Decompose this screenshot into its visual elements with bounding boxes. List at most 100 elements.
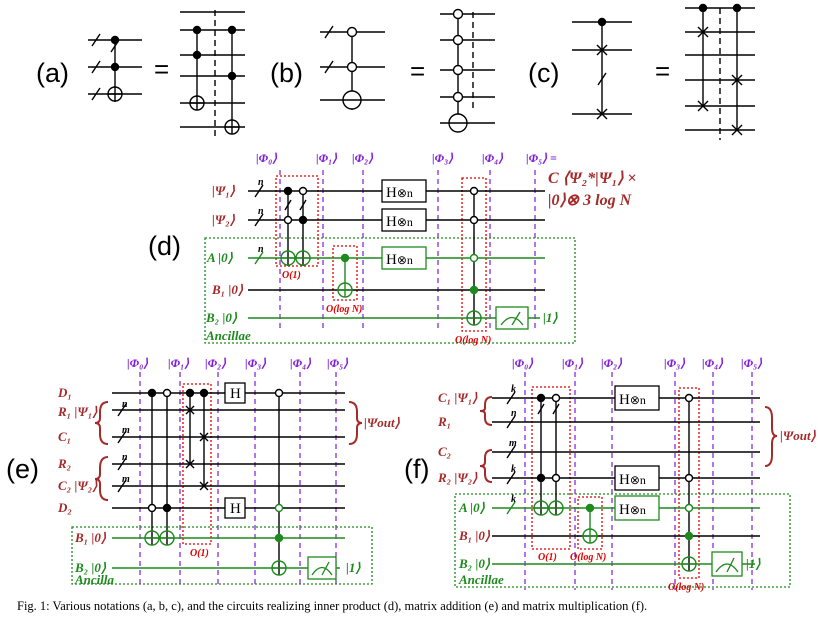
d-b2-label: B₂ |0⟩ (205, 310, 238, 325)
f-b1-label: B₁ |0⟩ (458, 528, 491, 543)
f-k-3: k (511, 494, 516, 505)
f-measure-icon (711, 551, 743, 577)
f-o1-label: O(1) (538, 552, 557, 563)
f-a-label: A |0⟩ (458, 500, 486, 515)
d-n-3: n (258, 244, 264, 255)
e-psiout-label: |Ψout⟩ (364, 415, 401, 430)
e-d1-label: D₁ (57, 385, 72, 400)
e-phi-1: |Φ₁⟩ (168, 356, 189, 370)
e-r2-label: R₂ (57, 456, 71, 471)
figure-caption: Fig. 1: Various notations (a, b, c), and… (17, 599, 648, 613)
e-n-1: n (122, 399, 128, 410)
e-o1-label: O(1) (190, 548, 209, 559)
d-phi-0: |Φ₀⟩ (256, 151, 277, 165)
d-n-2: n (258, 206, 264, 217)
f-h-gate-1: H⊗n (619, 392, 646, 408)
f-h-gate-2: H⊗n (619, 472, 646, 488)
d-a-label: A |0⟩ (206, 250, 234, 265)
e-r1-label: R₁ |Ψ₁⟩ (57, 404, 98, 419)
d-formula-line1: C ⟨Ψ₂*|Ψ₁⟩ × (548, 170, 637, 187)
f-braces (479, 396, 778, 483)
f-phi-4: |Φ₄⟩ (702, 356, 723, 370)
f-ologn-label-1: O(log N) (570, 552, 606, 563)
d-hadamard-gates (381, 179, 427, 270)
d-ologn-box-2 (461, 177, 487, 332)
f-r1-label: R₁ (437, 414, 451, 429)
f-psiout-label: |Ψout⟩ (780, 428, 817, 443)
f-ologn-label-2: O(log N) (668, 582, 704, 593)
e-controlled-gates (144, 388, 287, 576)
d-ologn-label-2: O(log N) (455, 335, 491, 346)
f-phi-2: |Φ₂⟩ (601, 356, 622, 370)
panel-a-label: (a) (36, 58, 69, 88)
e-ancilla-label: Ancilla (74, 572, 115, 587)
panel-d-label: (d) (148, 231, 181, 261)
panel-e-phi-markers (139, 372, 337, 585)
f-b2-label: B₂ |0⟩ (458, 556, 491, 571)
e-phi-2: |Φ₂⟩ (205, 356, 226, 370)
f-ologn-box-1 (577, 496, 603, 550)
d-o1-label: O(1) (282, 270, 301, 281)
d-controlled-gates (280, 186, 482, 326)
equals-a: = (154, 54, 169, 84)
e-b2-label: B₂ |0⟩ (74, 560, 107, 575)
d-formula-line2: |0⟩⊗ 3 log N (548, 192, 633, 209)
e-h-gate-1: H (230, 386, 241, 402)
panel-b (320, 8, 495, 133)
f-c2-label: C₂ (438, 444, 451, 459)
d-h-gate-3: H⊗n (386, 252, 413, 268)
f-out-label: |1⟩ (746, 556, 761, 571)
e-m-1: m (122, 425, 130, 436)
d-measure-icon (495, 306, 529, 330)
f-r2-label: R₂ |Ψ₂⟩ (437, 470, 478, 485)
f-k-1: k (511, 384, 516, 395)
e-m-2: m (122, 474, 130, 485)
d-b1-label: B₁ |0⟩ (211, 282, 244, 297)
e-h-gate-2: H (230, 501, 241, 517)
panel-e-label: (e) (6, 454, 39, 484)
e-c1-label: C₁ (58, 429, 71, 444)
e-measure-icon (307, 556, 337, 580)
d-ancillae-label: Ancillae (205, 328, 251, 343)
f-h-gate-3: H⊗n (619, 502, 646, 518)
e-wires (112, 392, 345, 569)
f-n-1: n (511, 408, 517, 419)
d-out-label: |1⟩ (543, 310, 558, 325)
d-phi-4: |Φ₄⟩ (482, 151, 503, 165)
e-b1-label: B₁ |0⟩ (74, 530, 107, 545)
d-n-1: n (258, 177, 264, 188)
e-out-label: |1⟩ (346, 560, 361, 575)
e-d2-label: D₂ (57, 500, 72, 515)
f-c1-label: C₁ |Ψ₁⟩ (438, 390, 478, 405)
panel-a (88, 10, 245, 140)
d-phi-1: |Φ₁⟩ (316, 151, 337, 165)
d-h-gate-2: H⊗n (386, 214, 413, 230)
d-psi1-label: |Ψ₁⟩ (212, 183, 236, 198)
f-o1-box (531, 386, 571, 550)
e-phi-0: |Φ₀⟩ (127, 356, 148, 370)
e-ancilla-box (71, 526, 373, 585)
f-phi-3: |Φ₃⟩ (664, 356, 685, 370)
f-phi-5: |Φ₅⟩ (741, 356, 762, 370)
f-ologn-box-2 (678, 387, 700, 579)
f-phi-0: |Φ₀⟩ (512, 356, 533, 370)
e-phi-5: |Φ₅⟩ (327, 356, 348, 370)
panel-b-label: (b) (270, 58, 303, 88)
f-controlled-gates (533, 393, 697, 572)
d-phi-3: |Φ₃⟩ (432, 151, 453, 165)
d-ologn-label-1: O(log N) (326, 304, 362, 315)
f-hadamard-gates (614, 385, 660, 521)
equals-b: = (410, 56, 425, 86)
panel-c-label: (c) (528, 58, 559, 88)
panel-c (572, 3, 755, 140)
equals-c: = (655, 56, 670, 86)
e-phi-4: |Φ₄⟩ (290, 356, 311, 370)
f-ancillae-box (454, 493, 791, 588)
f-k-2: k (511, 464, 516, 475)
panel-f-label: (f) (404, 454, 429, 484)
e-hadamard-gates (224, 382, 246, 519)
e-braces (94, 401, 363, 501)
d-o1-box (275, 175, 319, 267)
e-n-2: n (122, 452, 128, 463)
